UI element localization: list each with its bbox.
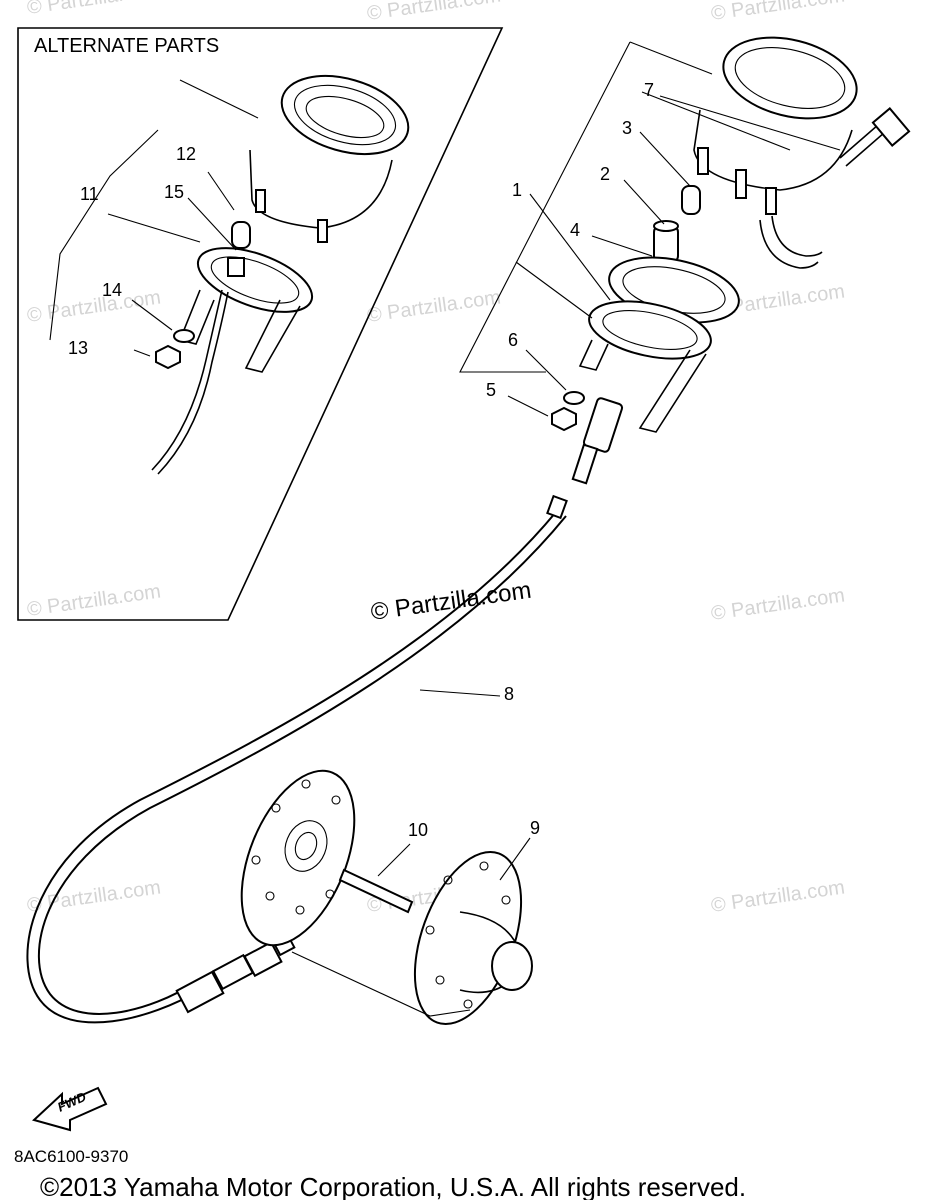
watermark: © Partzilla.com [366, 286, 503, 327]
alt-washer [173, 329, 195, 343]
alternate-parts-panel: ALTERNATE PARTS [17, 27, 504, 621]
watermark-main: © Partzilla.com [369, 577, 533, 626]
alt-bulb [231, 221, 251, 249]
nut [551, 406, 577, 432]
callout-6: 6 [508, 330, 518, 350]
callout-11: 11 [80, 184, 99, 204]
callout-2: 2 [600, 164, 610, 184]
callout-9: 9 [530, 818, 540, 838]
callout-10: 10 [408, 820, 428, 840]
bulb-socket [653, 220, 679, 263]
meter-bracket [578, 256, 740, 433]
alternate-parts-frame [17, 27, 504, 621]
main-assembly: 7 3 2 1 4 6 5 [459, 36, 911, 485]
speedometer-cable: 8 [26, 494, 568, 1024]
callout-8: 8 [504, 684, 514, 704]
speedometer-gear-unit: 10 9 [240, 769, 540, 1026]
speedometer-unit [693, 36, 911, 269]
alt-speedometer [249, 75, 410, 243]
callout-12: 12 [176, 144, 196, 164]
fwd-arrow-icon [32, 1086, 108, 1132]
callout-5: 5 [486, 380, 496, 400]
watermark-group: © Partzilla.com © Partzilla.com © Partzi… [26, 0, 847, 917]
callout-1: 1 [512, 180, 522, 200]
watermark: © Partzilla.com [26, 580, 163, 621]
watermark: © Partzilla.com [26, 876, 163, 917]
callout-4: 4 [570, 220, 580, 240]
watermark: © Partzilla.com [710, 0, 847, 25]
alt-bracket [151, 247, 314, 475]
callout-14: 14 [102, 280, 122, 300]
callout-3: 3 [622, 118, 632, 138]
callout-7: 7 [644, 80, 654, 100]
watermark: © Partzilla.com [710, 876, 847, 917]
washer [563, 391, 585, 405]
cable-end-fitting [175, 933, 296, 1014]
cable-fitting [571, 397, 624, 485]
alt-nut [155, 344, 181, 370]
watermark: © Partzilla.com [710, 584, 847, 625]
fwd-arrow: FWD [32, 1086, 108, 1132]
alternate-parts-title: ALTERNATE PARTS [34, 35, 219, 57]
copyright-notice: ©2013 Yamaha Motor Corporation, U.S.A. A… [40, 1172, 746, 1200]
meter-bulb [681, 185, 701, 215]
drive-shaft [338, 868, 414, 914]
callout-15: 15 [164, 182, 184, 202]
diagram-code: 8AC6100-9370 [14, 1147, 128, 1166]
callout-13: 13 [68, 338, 88, 358]
watermark: © Partzilla.com [26, 0, 163, 19]
drive-plate [240, 769, 356, 947]
watermark: © Partzilla.com [366, 0, 503, 25]
